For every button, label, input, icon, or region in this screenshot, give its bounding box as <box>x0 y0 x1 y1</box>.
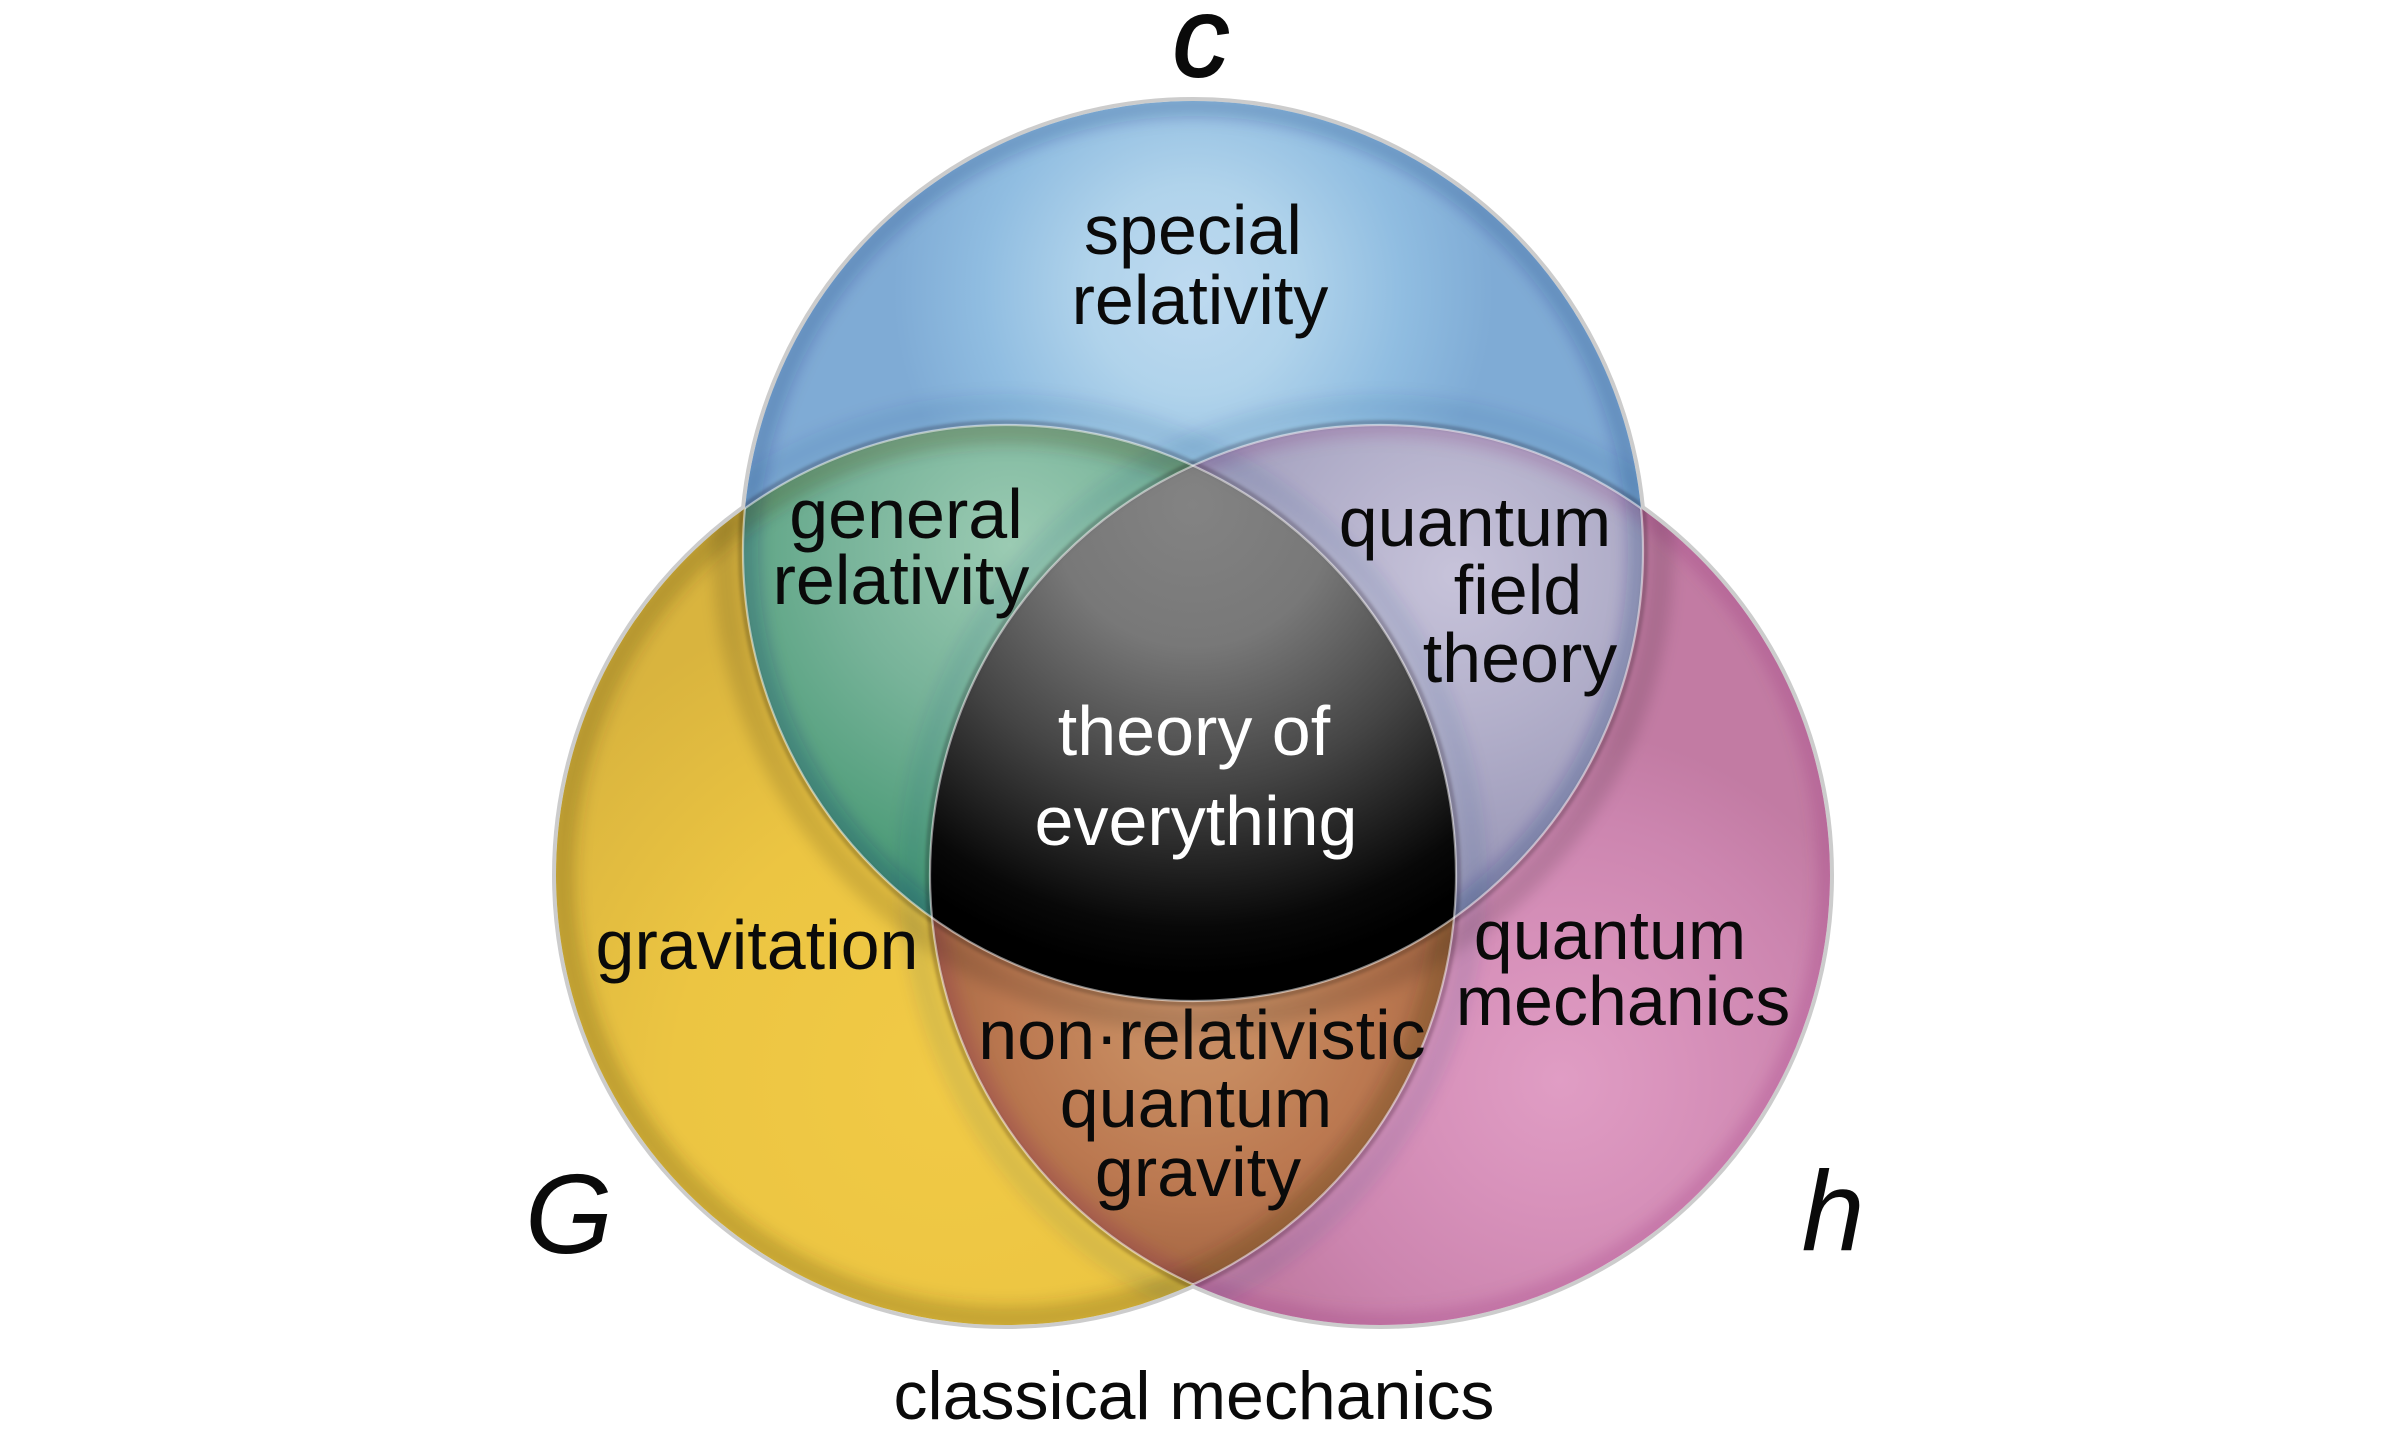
svg-text:quantum: quantum <box>1339 483 1611 561</box>
svg-text:theory of: theory of <box>1058 692 1331 770</box>
svg-text:everything: everything <box>1035 782 1358 860</box>
svg-text:quantum: quantum <box>1060 1064 1332 1142</box>
svg-text:c: c <box>1173 0 1230 100</box>
svg-text:special: special <box>1084 191 1302 269</box>
svg-text:gravity: gravity <box>1095 1133 1301 1211</box>
svg-text:quantum: quantum <box>1474 896 1746 974</box>
svg-text:classical mechanics: classical mechanics <box>894 1358 1495 1434</box>
svg-text:G: G <box>525 1151 613 1277</box>
svg-text:general: general <box>789 475 1023 553</box>
svg-text:h: h <box>1802 1148 1865 1274</box>
svg-text:field: field <box>1454 551 1582 629</box>
svg-text:non·relativistic: non·relativistic <box>978 996 1425 1074</box>
svg-text:gravitation: gravitation <box>596 906 919 984</box>
svg-text:relativity: relativity <box>1072 261 1329 339</box>
svg-text:theory: theory <box>1423 619 1618 697</box>
svg-text:relativity: relativity <box>773 541 1030 619</box>
svg-text:mechanics: mechanics <box>1456 962 1791 1040</box>
